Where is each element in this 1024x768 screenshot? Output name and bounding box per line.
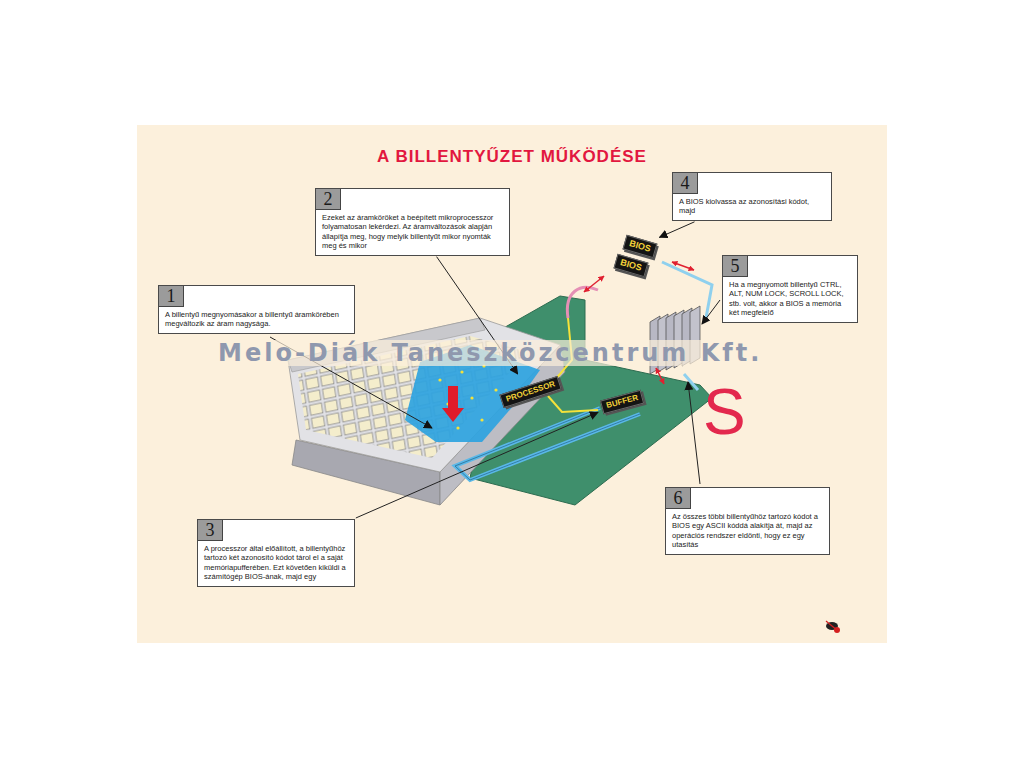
callout-number: 3 bbox=[198, 520, 223, 541]
dot bbox=[438, 378, 441, 381]
callout-text: A processzor által előállított, a billen… bbox=[198, 541, 354, 586]
leader-arrow bbox=[659, 222, 694, 238]
data-bus-core bbox=[455, 408, 640, 480]
logo-stroke bbox=[826, 621, 838, 631]
big-letter: S bbox=[703, 380, 746, 444]
callout-box: 3A processzor által előállított, a bille… bbox=[197, 519, 355, 587]
callout-box: 1A billentyű megnyomásakor a billentyű á… bbox=[158, 285, 355, 334]
callout-box: 4A BIOS kiolvassa az azonosítási kódot, … bbox=[672, 172, 832, 221]
circuit-dots bbox=[438, 364, 497, 429]
dot bbox=[456, 426, 459, 429]
callout-text: A billentyű megnyomásakor a billentyű ár… bbox=[159, 307, 354, 333]
dot bbox=[460, 370, 463, 373]
logo-body bbox=[826, 622, 838, 630]
red-arrow bbox=[672, 262, 694, 270]
dot bbox=[470, 396, 473, 399]
chip-label: BIOS bbox=[628, 238, 652, 254]
dot bbox=[480, 418, 483, 421]
chip-label: BIOS bbox=[619, 257, 643, 273]
callout-number: 5 bbox=[723, 256, 748, 277]
press-arrow bbox=[442, 386, 464, 422]
leader-line bbox=[702, 300, 720, 324]
callout-text: Az összes többi billentyűhöz tartozó kód… bbox=[666, 509, 829, 554]
blue-wire bbox=[684, 374, 698, 390]
publisher-logo bbox=[826, 621, 840, 633]
callout-number: 2 bbox=[316, 189, 341, 210]
callout-text: Ezeket az áramköröket a beépített mikrop… bbox=[316, 210, 509, 255]
leader-line bbox=[688, 382, 700, 484]
yellow-wire bbox=[548, 396, 598, 412]
red-arrow bbox=[584, 276, 604, 292]
callout-number: 6 bbox=[666, 488, 691, 509]
poster-ground bbox=[137, 125, 887, 643]
callout-text: A BIOS kiolvassa az azonosítási kódot, m… bbox=[673, 194, 831, 220]
callout-number: 1 bbox=[159, 286, 184, 307]
blue-wire bbox=[662, 262, 712, 318]
callout-number: 4 bbox=[673, 173, 698, 194]
poster-title: A BILLENTYŰZET MŰKÖDÉSE bbox=[0, 147, 1024, 167]
callout-text: Ha a megnyomott billentyű CTRL, ALT, NUM… bbox=[723, 277, 857, 322]
watermark: Melo-Diák Taneszközcentrum Kft. bbox=[215, 340, 765, 366]
red-arrow bbox=[656, 368, 664, 384]
data-bus bbox=[455, 408, 640, 480]
callout-box: 2Ezeket az áramköröket a beépített mikro… bbox=[315, 188, 510, 256]
leader-arrow bbox=[356, 412, 598, 518]
pink-cable bbox=[567, 287, 598, 318]
dot bbox=[494, 388, 497, 391]
callout-box: 6Az összes többi billentyűhöz tartozó kó… bbox=[665, 487, 830, 555]
callout-box: 5Ha a megnyomott billentyű CTRL, ALT, NU… bbox=[722, 255, 858, 323]
